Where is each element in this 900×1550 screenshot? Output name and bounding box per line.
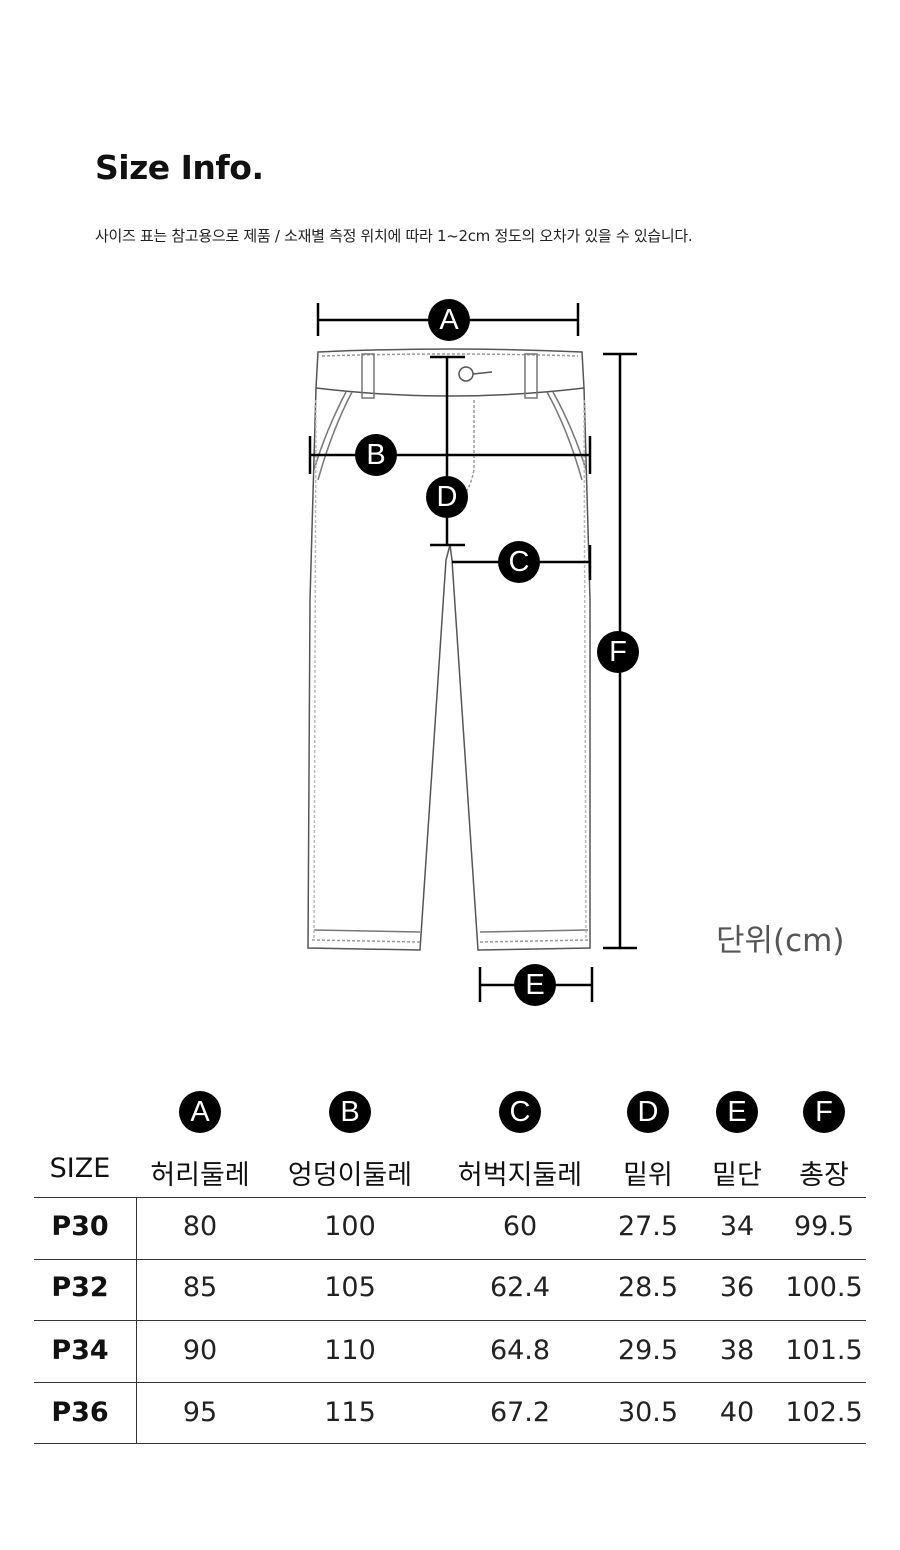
value-cell: 27.5 [617,1211,679,1242]
size-note: 사이즈 표는 참고용으로 제품 / 소재별 측정 위치에 따라 1~2cm 정도… [95,227,693,245]
value-cell: 28.5 [617,1272,679,1303]
value-cell: 95 [182,1397,218,1428]
diagram-label-f: F [597,631,639,673]
value-cell: 110 [324,1335,376,1366]
column-header: 엉덩이둘레 [287,1160,413,1191]
column-header: 밑단 [712,1160,762,1191]
value-cell: 102.5 [785,1397,863,1428]
value-cell: 115 [324,1397,376,1428]
size-cell: P30 [51,1211,109,1242]
column-letter-badge: E [716,1091,758,1133]
diagram-label-b: B [355,434,397,476]
size-cell: P32 [51,1272,109,1303]
size-column-divider [136,1197,137,1443]
diagram-label-c: C [498,541,540,583]
value-cell: 34 [719,1211,755,1242]
diagram-label-a: A [428,299,470,341]
value-cell: 101.5 [785,1335,863,1366]
table-divider [34,1382,866,1383]
value-cell: 36 [719,1272,755,1303]
value-cell: 99.5 [793,1211,855,1242]
value-cell: 62.4 [489,1272,551,1303]
value-cell: 100 [324,1211,376,1242]
value-cell: 38 [719,1335,755,1366]
size-header: SIZE [49,1153,111,1184]
value-cell: 100.5 [785,1272,863,1303]
value-cell: 29.5 [617,1335,679,1366]
column-letter-badge: B [329,1091,371,1133]
value-cell: 64.8 [489,1335,551,1366]
value-cell: 105 [324,1272,376,1303]
table-divider [34,1197,866,1198]
column-letter-badge: D [627,1091,669,1133]
table-divider [34,1320,866,1321]
value-cell: 40 [719,1397,755,1428]
value-cell: 80 [182,1211,218,1242]
value-cell: 90 [182,1335,218,1366]
unit-label: 단위(cm) [716,923,845,959]
value-cell: 60 [502,1211,538,1242]
diagram-label-d: D [426,476,468,518]
column-letter-badge: A [179,1091,221,1133]
value-cell: 67.2 [489,1397,551,1428]
value-cell: 85 [182,1272,218,1303]
column-letter-badge: F [803,1091,845,1133]
size-cell: P36 [51,1397,109,1428]
column-letter-badge: C [499,1091,541,1133]
pants-outline [307,348,591,951]
column-header: 총장 [799,1160,849,1191]
size-cell: P34 [51,1335,109,1366]
page-title: Size Info. [95,148,264,187]
column-header: 밑위 [623,1160,673,1191]
table-divider [34,1443,866,1444]
column-header: 허리둘레 [150,1160,250,1191]
diagram-label-e: E [514,964,556,1006]
column-header: 허벅지둘레 [457,1160,583,1191]
pants-diagram [307,303,637,1002]
table-divider [34,1259,866,1260]
value-cell: 30.5 [617,1397,679,1428]
